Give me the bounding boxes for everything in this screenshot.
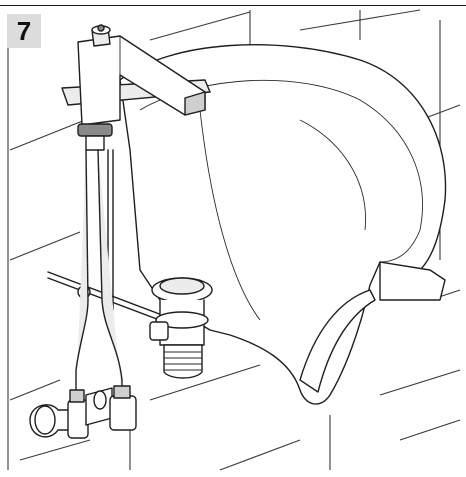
step-number-badge: 7 [7, 14, 41, 48]
header-rule [0, 5, 466, 6]
basin-faucet [77, 24, 206, 151]
angle-valves [29, 385, 137, 439]
flex-hoses [75, 149, 123, 401]
drain-assembly [149, 277, 213, 379]
